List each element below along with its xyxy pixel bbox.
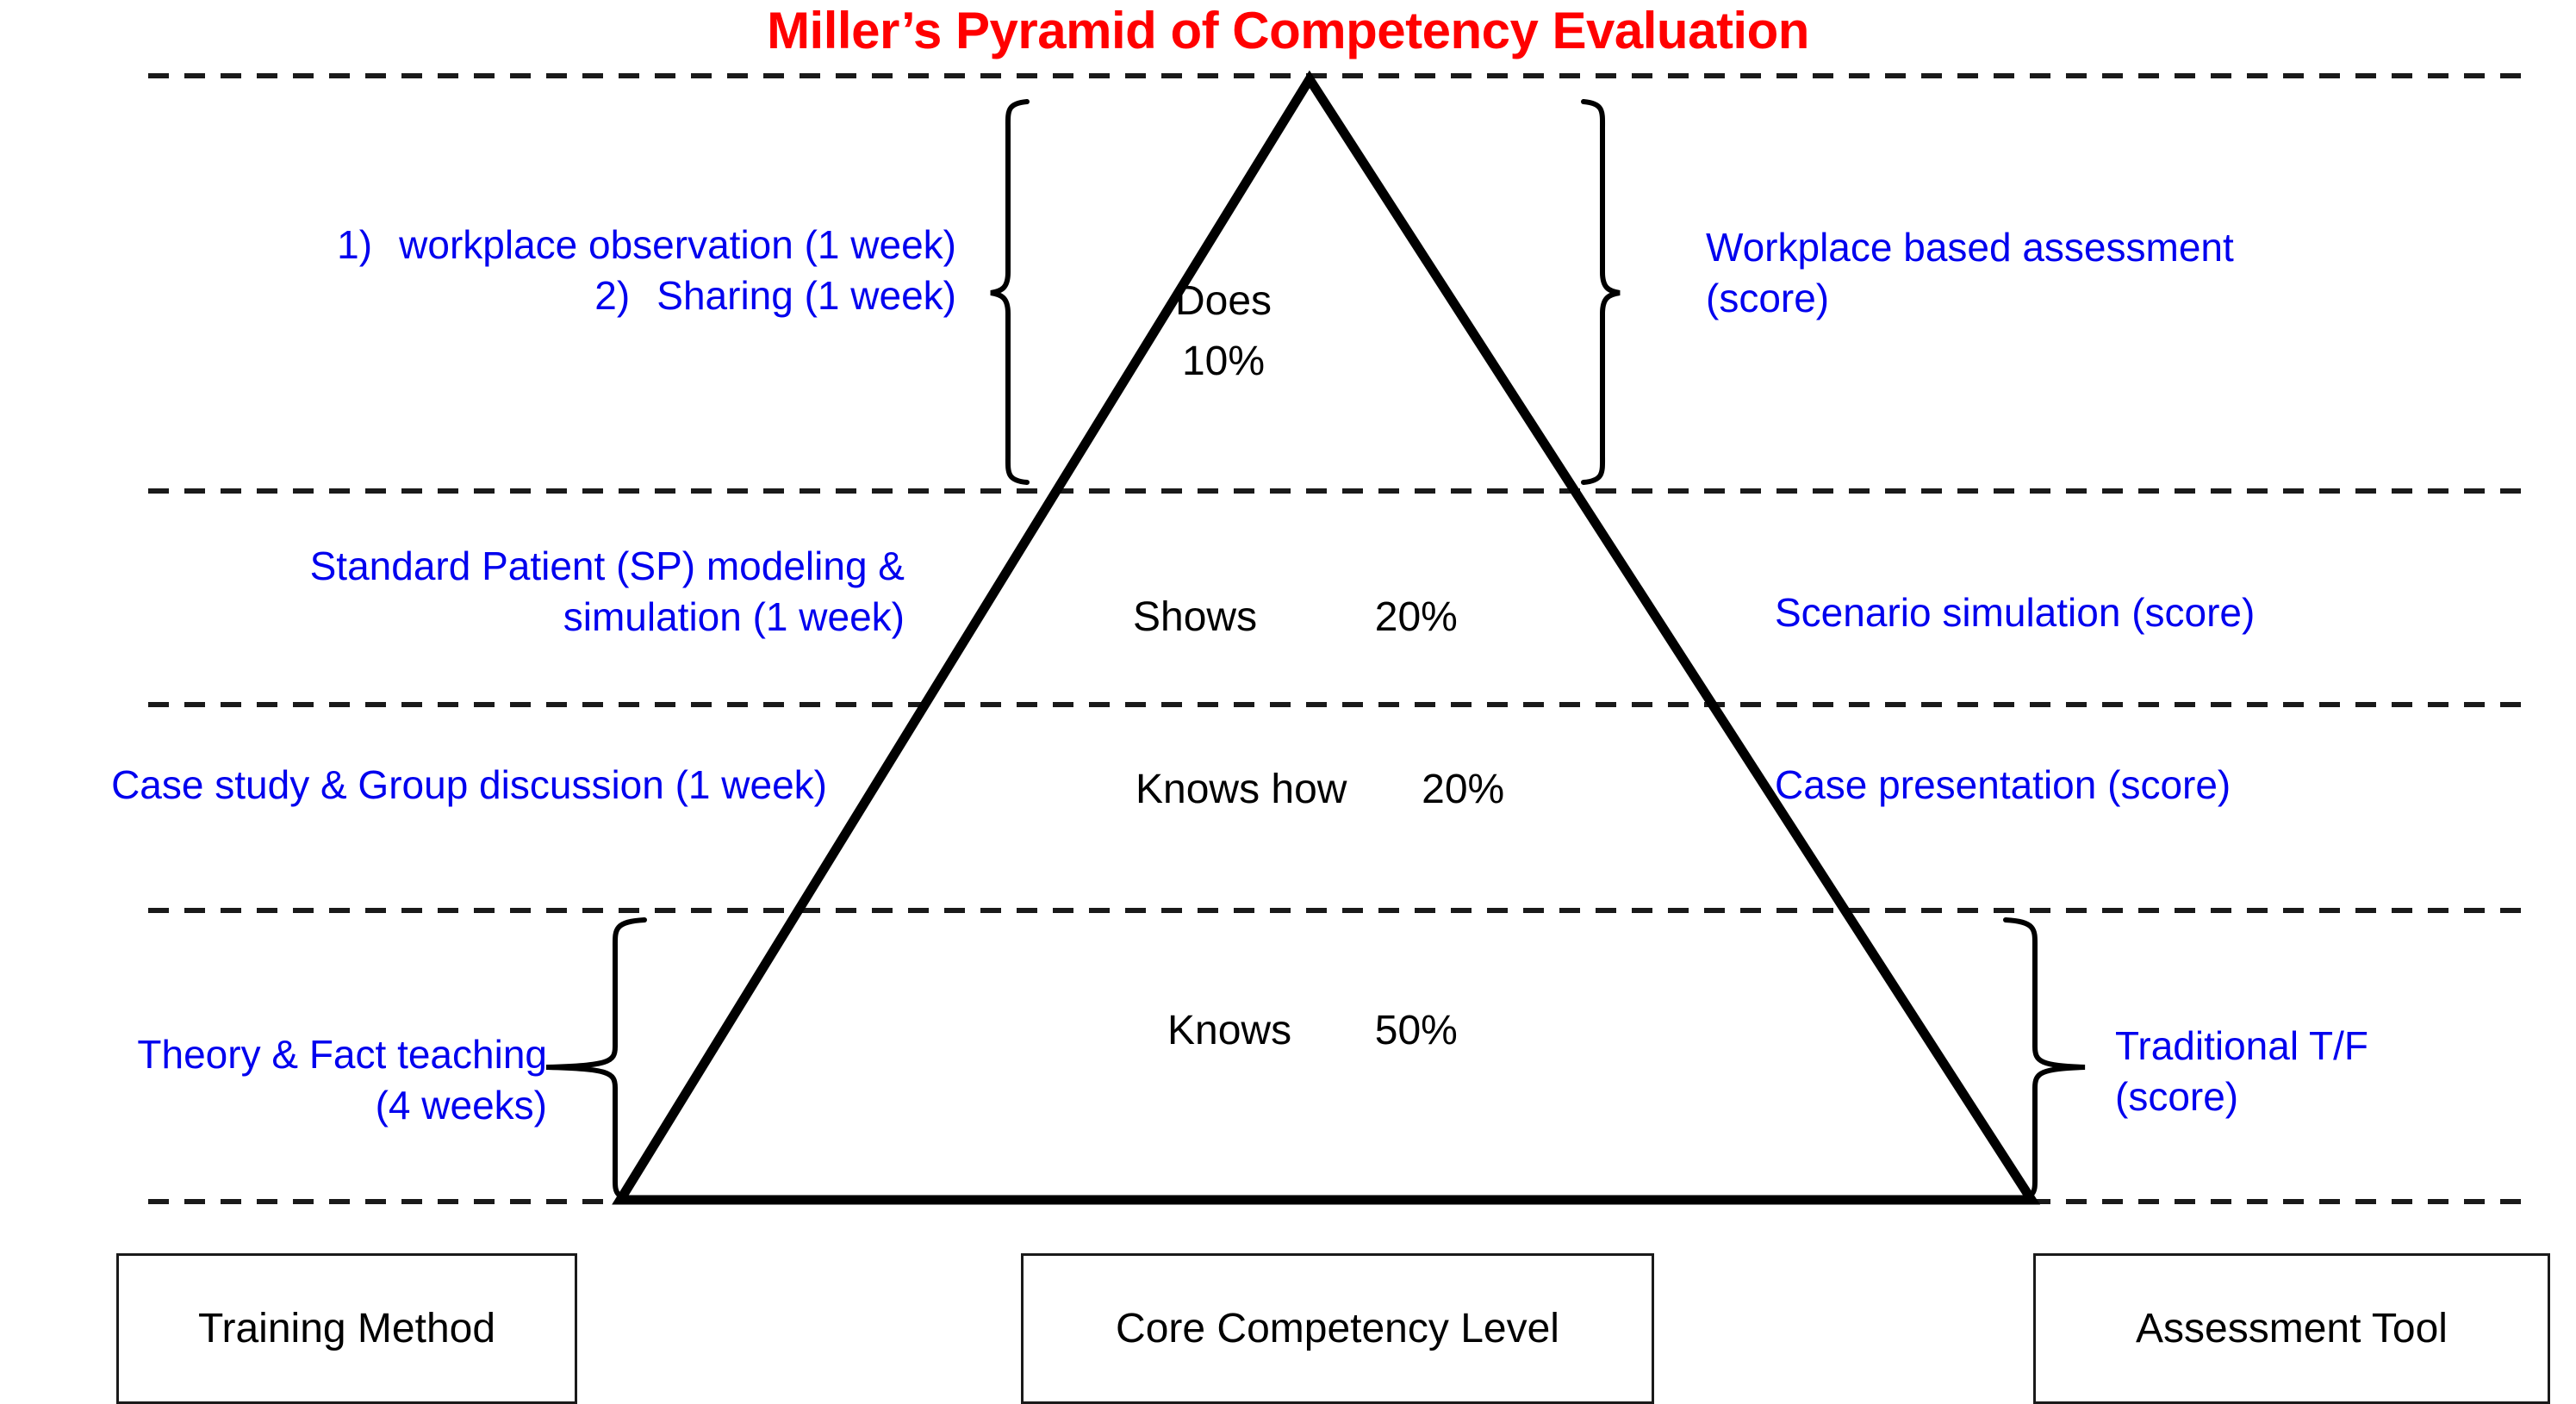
legend-box-assessment-tool-label: Assessment Tool: [2136, 1306, 2448, 1351]
brace-bottom-left: [545, 917, 647, 1203]
training-method-does: 1) workplace observation (1 week) 2) Sha…: [52, 220, 956, 321]
list-item-text: Sharing (1 week): [656, 272, 956, 318]
list-marker: 2): [594, 272, 631, 318]
competency-level-shows: Shows 20%: [1133, 587, 1458, 648]
assessment-tool-knows: Traditional T/F (score): [2115, 1021, 2563, 1122]
competency-percent-does: 10%: [1181, 338, 1266, 384]
training-method-does-item-1: 1) workplace observation (1 week): [52, 220, 956, 270]
legend-box-assessment-tool: Assessment Tool: [2033, 1253, 2550, 1404]
training-method-knows-how-line-1: Case study & Group discussion (1 week): [111, 762, 827, 807]
assessment-tool-knows-how-line-1: Case presentation (score): [1775, 762, 2231, 807]
assessment-tool-knows-line-2: (score): [2115, 1073, 2239, 1119]
competency-level-knows: Knows 50%: [1167, 1001, 1458, 1061]
assessment-tool-does-line-2: (score): [1706, 275, 1830, 320]
assessment-tool-shows: Scenario simulation (score): [1775, 587, 2550, 638]
assessment-tool-shows-line-1: Scenario simulation (score): [1775, 590, 2256, 635]
training-method-knows-line-2: (4 weeks): [375, 1082, 547, 1128]
competency-name-does: Does: [1174, 278, 1272, 324]
training-method-shows-line-1: Standard Patient (SP) modeling &: [309, 544, 905, 588]
training-method-does-item-2: 2) Sharing (1 week): [52, 270, 956, 321]
brace-bottom-right: [2003, 917, 2086, 1203]
pyramid-triangle: [612, 70, 2041, 1205]
competency-level-knows-how: Knows how 20%: [1136, 760, 1504, 820]
competency-percent-knows: 50%: [1374, 1008, 1458, 1053]
training-method-shows: Standard Patient (SP) modeling & simulat…: [34, 541, 905, 643]
competency-percent-shows: 20%: [1374, 594, 1458, 640]
training-method-knows-how: Case study & Group discussion (1 week): [0, 760, 827, 811]
training-method-knows: Theory & Fact teaching (4 weeks): [0, 1029, 547, 1131]
brace-top-right: [1581, 99, 1621, 485]
training-method-shows-line-2: simulation (1 week): [563, 593, 905, 639]
legend-box-core-competency-level-label: Core Competency Level: [1116, 1306, 1559, 1351]
competency-percent-knows-how: 20%: [1422, 767, 1505, 812]
assessment-tool-does-line-1: Workplace based assessment: [1706, 225, 2234, 270]
competency-name-knows: Knows: [1167, 1008, 1292, 1053]
competency-level-does: Does 10%: [1175, 271, 1272, 391]
legend-box-training-method: Training Method: [116, 1253, 577, 1404]
training-method-knows-line-1: Theory & Fact teaching: [137, 1032, 547, 1077]
legend-box-core-competency-level: Core Competency Level: [1021, 1253, 1654, 1404]
list-item-text: workplace observation (1 week): [399, 222, 956, 267]
legend-box-training-method-label: Training Method: [197, 1306, 496, 1351]
competency-name-knows-how: Knows how: [1136, 767, 1347, 812]
diagram-title: Miller’s Pyramid of Competency Evaluatio…: [767, 2, 1809, 59]
list-marker: 1): [337, 222, 373, 267]
assessment-tool-does: Workplace based assessment (score): [1706, 222, 2550, 324]
brace-top-left: [990, 99, 1030, 485]
assessment-tool-knows-how: Case presentation (score): [1775, 760, 2550, 811]
competency-name-shows: Shows: [1133, 594, 1258, 640]
assessment-tool-knows-line-1: Traditional T/F: [2115, 1023, 2368, 1068]
